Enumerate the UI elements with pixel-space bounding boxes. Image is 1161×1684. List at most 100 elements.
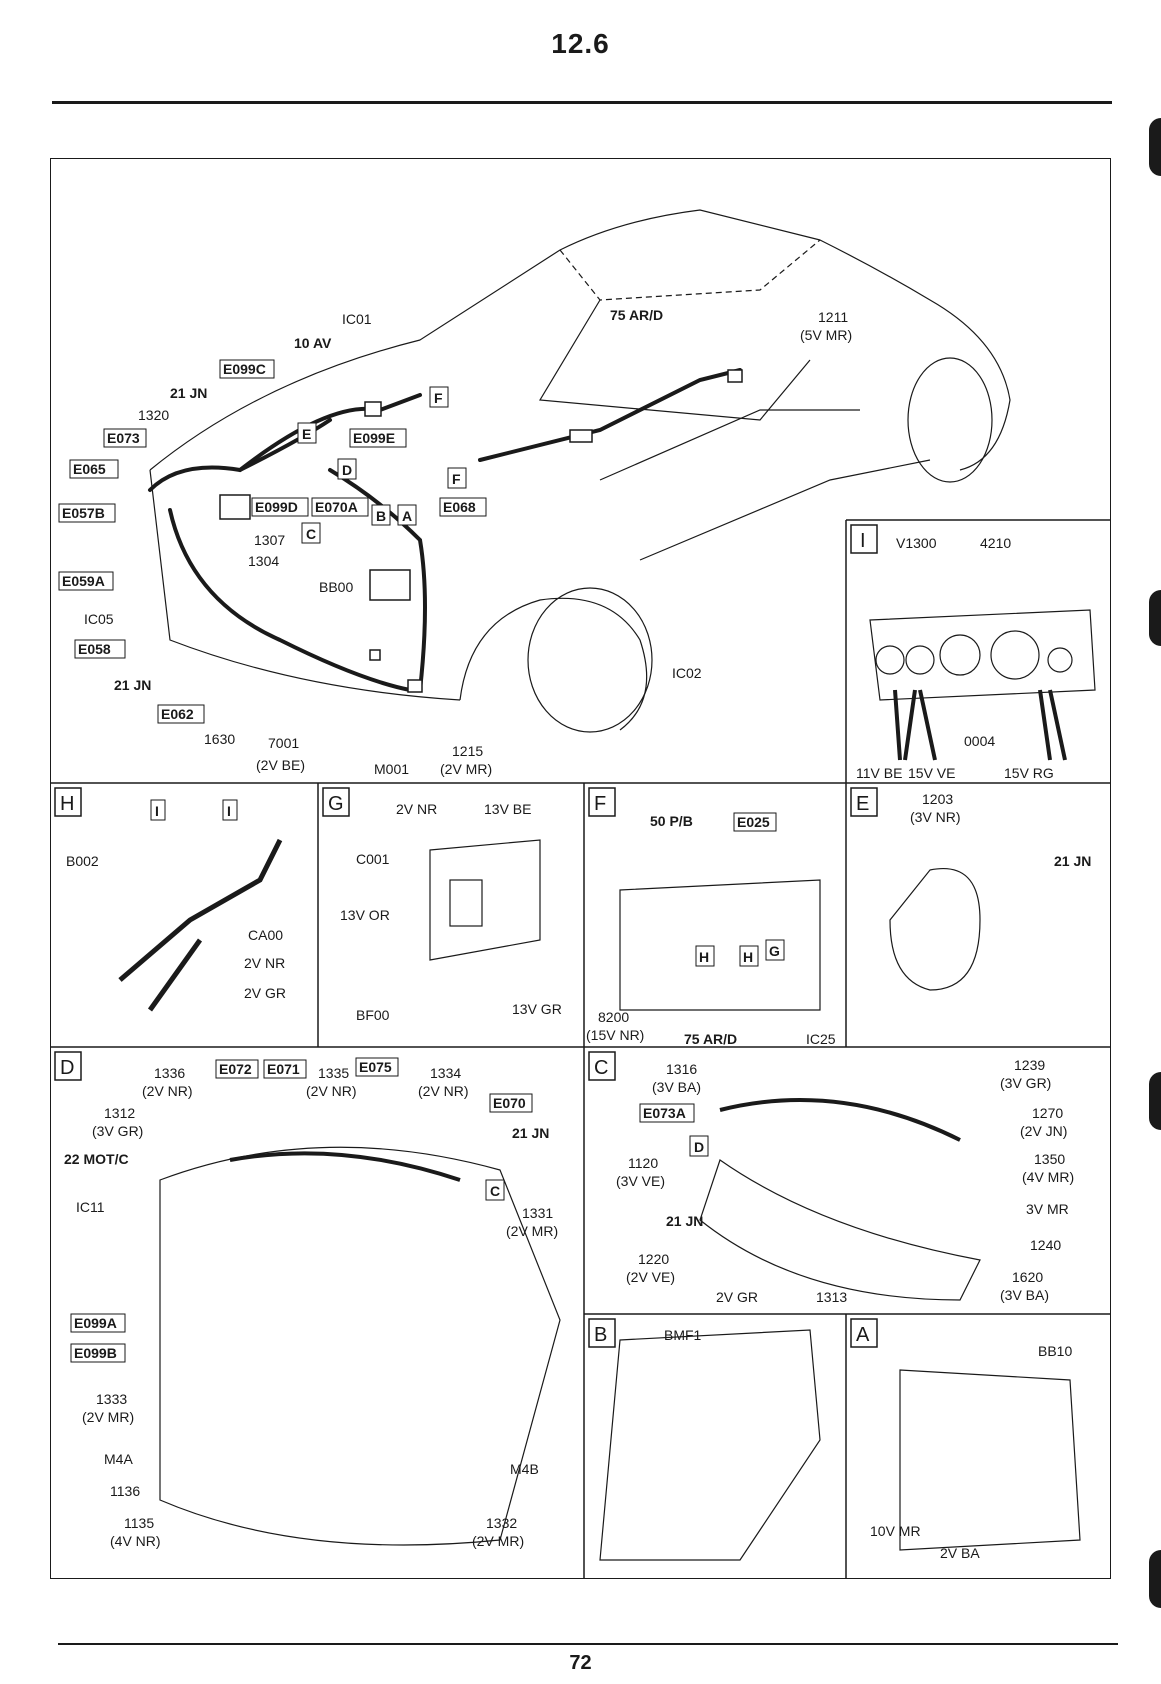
label-75-ar-d: 75 AR/D [610,307,663,323]
label-bb00: BB00 [319,579,353,595]
label-1211-detail: (5V MR) [800,327,852,343]
g-label-c001: C001 [356,851,390,867]
f-label-75-ar-d: 75 AR/D [684,1031,737,1047]
i-label-11v-be: 11V BE [856,765,902,781]
e-label-1203: 1203 [922,791,953,807]
d-label-1135: 1135 [124,1515,154,1531]
a-label-2v-ba: 2V BA [940,1545,980,1561]
ref-e073: E073 [107,430,140,446]
label-1630: 1630 [204,731,235,747]
label-1307: 1307 [254,532,285,548]
i-label-15v-rg: 15V RG [1004,765,1054,781]
page-number: 72 [569,1652,592,1674]
h-label-2v-gr: 2V GR [244,985,286,1001]
c-label-1239-detail: (3V GR) [1000,1075,1051,1091]
label-1215: 1215 [452,743,483,759]
main-harness [148,368,742,692]
d-label-1331: 1331 [522,1205,553,1221]
h-label-b002: B002 [66,853,99,869]
panel-a-labels: BB10 10V MR 2V BA [870,1343,1072,1561]
i-label-4210: 4210 [980,535,1011,551]
c-label-1239: 1239 [1014,1057,1045,1073]
f-label-8200-detail: (15V NR) [586,1027,644,1043]
d-label-1312: 1312 [104,1105,135,1121]
g-label-13v-be: 13V BE [484,801,531,817]
binder-hole-mark-1 [1149,118,1161,176]
d-label-1312-detail: (3V GR) [92,1123,143,1139]
d-label-1334-detail: (2V NR) [418,1083,469,1099]
panel-tag-e: E [856,793,869,815]
panel-tag-h: H [60,793,74,815]
panel-f-labels: 50 P/B E025 H H G 8200 (15V NR) 75 AR/D … [586,812,836,1047]
ref-e099c: E099C [223,361,266,377]
label-7001-detail: (2V BE) [256,757,305,773]
panel-g-labels: 2V NR 13V BE C001 13V OR BF00 13V GR [340,801,562,1023]
panel-tag-d: D [60,1057,74,1079]
i-label-15v-ve: 15V VE [908,765,955,781]
ref-c: C [306,526,316,542]
label-ic01: IC01 [342,311,372,327]
c-label-1220: 1220 [638,1251,669,1267]
c-label-1620-detail: (3V BA) [1000,1287,1049,1303]
panel-c-labels: 1316 (3V BA) E073A D 1120 (3V VE) 21 JN … [616,1057,1074,1305]
d-label-1333: 1333 [96,1391,127,1407]
ref-e065: E065 [73,461,106,477]
b-label-bmf1: BMF1 [664,1327,702,1343]
d-ref-e071: E071 [267,1061,300,1077]
f-label-8200: 8200 [598,1009,629,1025]
ref-f-top: F [434,390,443,406]
d-label-1334: 1334 [430,1065,461,1081]
c-ref-e073a: E073A [643,1105,686,1121]
panel-tag-b: B [594,1324,607,1346]
i-label-v1300: V1300 [896,535,937,551]
d-ref-e075: E075 [359,1059,392,1075]
panel-tag-f: F [594,793,606,815]
binder-hole-mark-4 [1149,1550,1161,1608]
h-label-2v-nr: 2V NR [244,955,285,971]
d-label-1335: 1335 [318,1065,349,1081]
d-label-1332-detail: (2V MR) [472,1533,524,1549]
panel-sketches [118,838,1081,1561]
g-label-bf00: BF00 [356,1007,390,1023]
f-label-ic25: IC25 [806,1031,836,1047]
a-label-bb10: BB10 [1038,1343,1072,1359]
label-1211: 1211 [818,309,848,325]
c-label-1220-detail: (2V VE) [626,1269,675,1285]
d-ref-e099a: E099A [74,1315,117,1331]
c-label-1316-detail: (3V BA) [652,1079,701,1095]
c-label-1620: 1620 [1012,1269,1043,1285]
c-label-2v-gr: 2V GR [716,1289,758,1305]
panel-i-labels: V1300 4210 0004 11V BE 15V VE 15V RG [856,535,1054,781]
ref-a: A [402,508,412,524]
ref-e099d: E099D [255,499,298,515]
c-label-1350: 1350 [1034,1151,1065,1167]
d-ref-e070: E070 [493,1095,526,1111]
panel-tag-i: I [860,530,866,552]
panel-e-labels: 1203 (3V NR) 21 JN [910,791,1091,869]
label-10-av: 10 AV [294,335,332,351]
c-label-1313: 1313 [816,1289,847,1305]
ref-d: D [342,462,352,478]
c-label-1120: 1120 [628,1155,658,1171]
label-ic02: IC02 [672,665,702,681]
ref-e057b: E057B [62,505,105,521]
d-label-m4a: M4A [104,1451,133,1467]
h-ref-i-1: I [155,803,159,819]
ref-e062: E062 [161,706,194,722]
label-1215-detail: (2V MR) [440,761,492,777]
label-ic05: IC05 [84,611,114,627]
c-label-1316: 1316 [666,1061,697,1077]
e-label-1203-detail: (3V NR) [910,809,961,825]
a-label-10v-mr: 10V MR [870,1523,921,1539]
binder-hole-mark-2 [1149,590,1161,646]
label-21-jn-bottom: 21 JN [114,677,151,693]
d-label-1335-detail: (2V NR) [306,1083,357,1099]
f-ref-g: G [769,943,780,959]
panel-i-cluster [869,609,1096,761]
d-label-22-mot-c: 22 MOT/C [64,1151,129,1167]
c-label-1270-detail: (2V JN) [1020,1123,1067,1139]
c-label-1350-detail: (4V MR) [1022,1169,1074,1185]
label-1320: 1320 [138,407,169,423]
ref-e058: E058 [78,641,111,657]
